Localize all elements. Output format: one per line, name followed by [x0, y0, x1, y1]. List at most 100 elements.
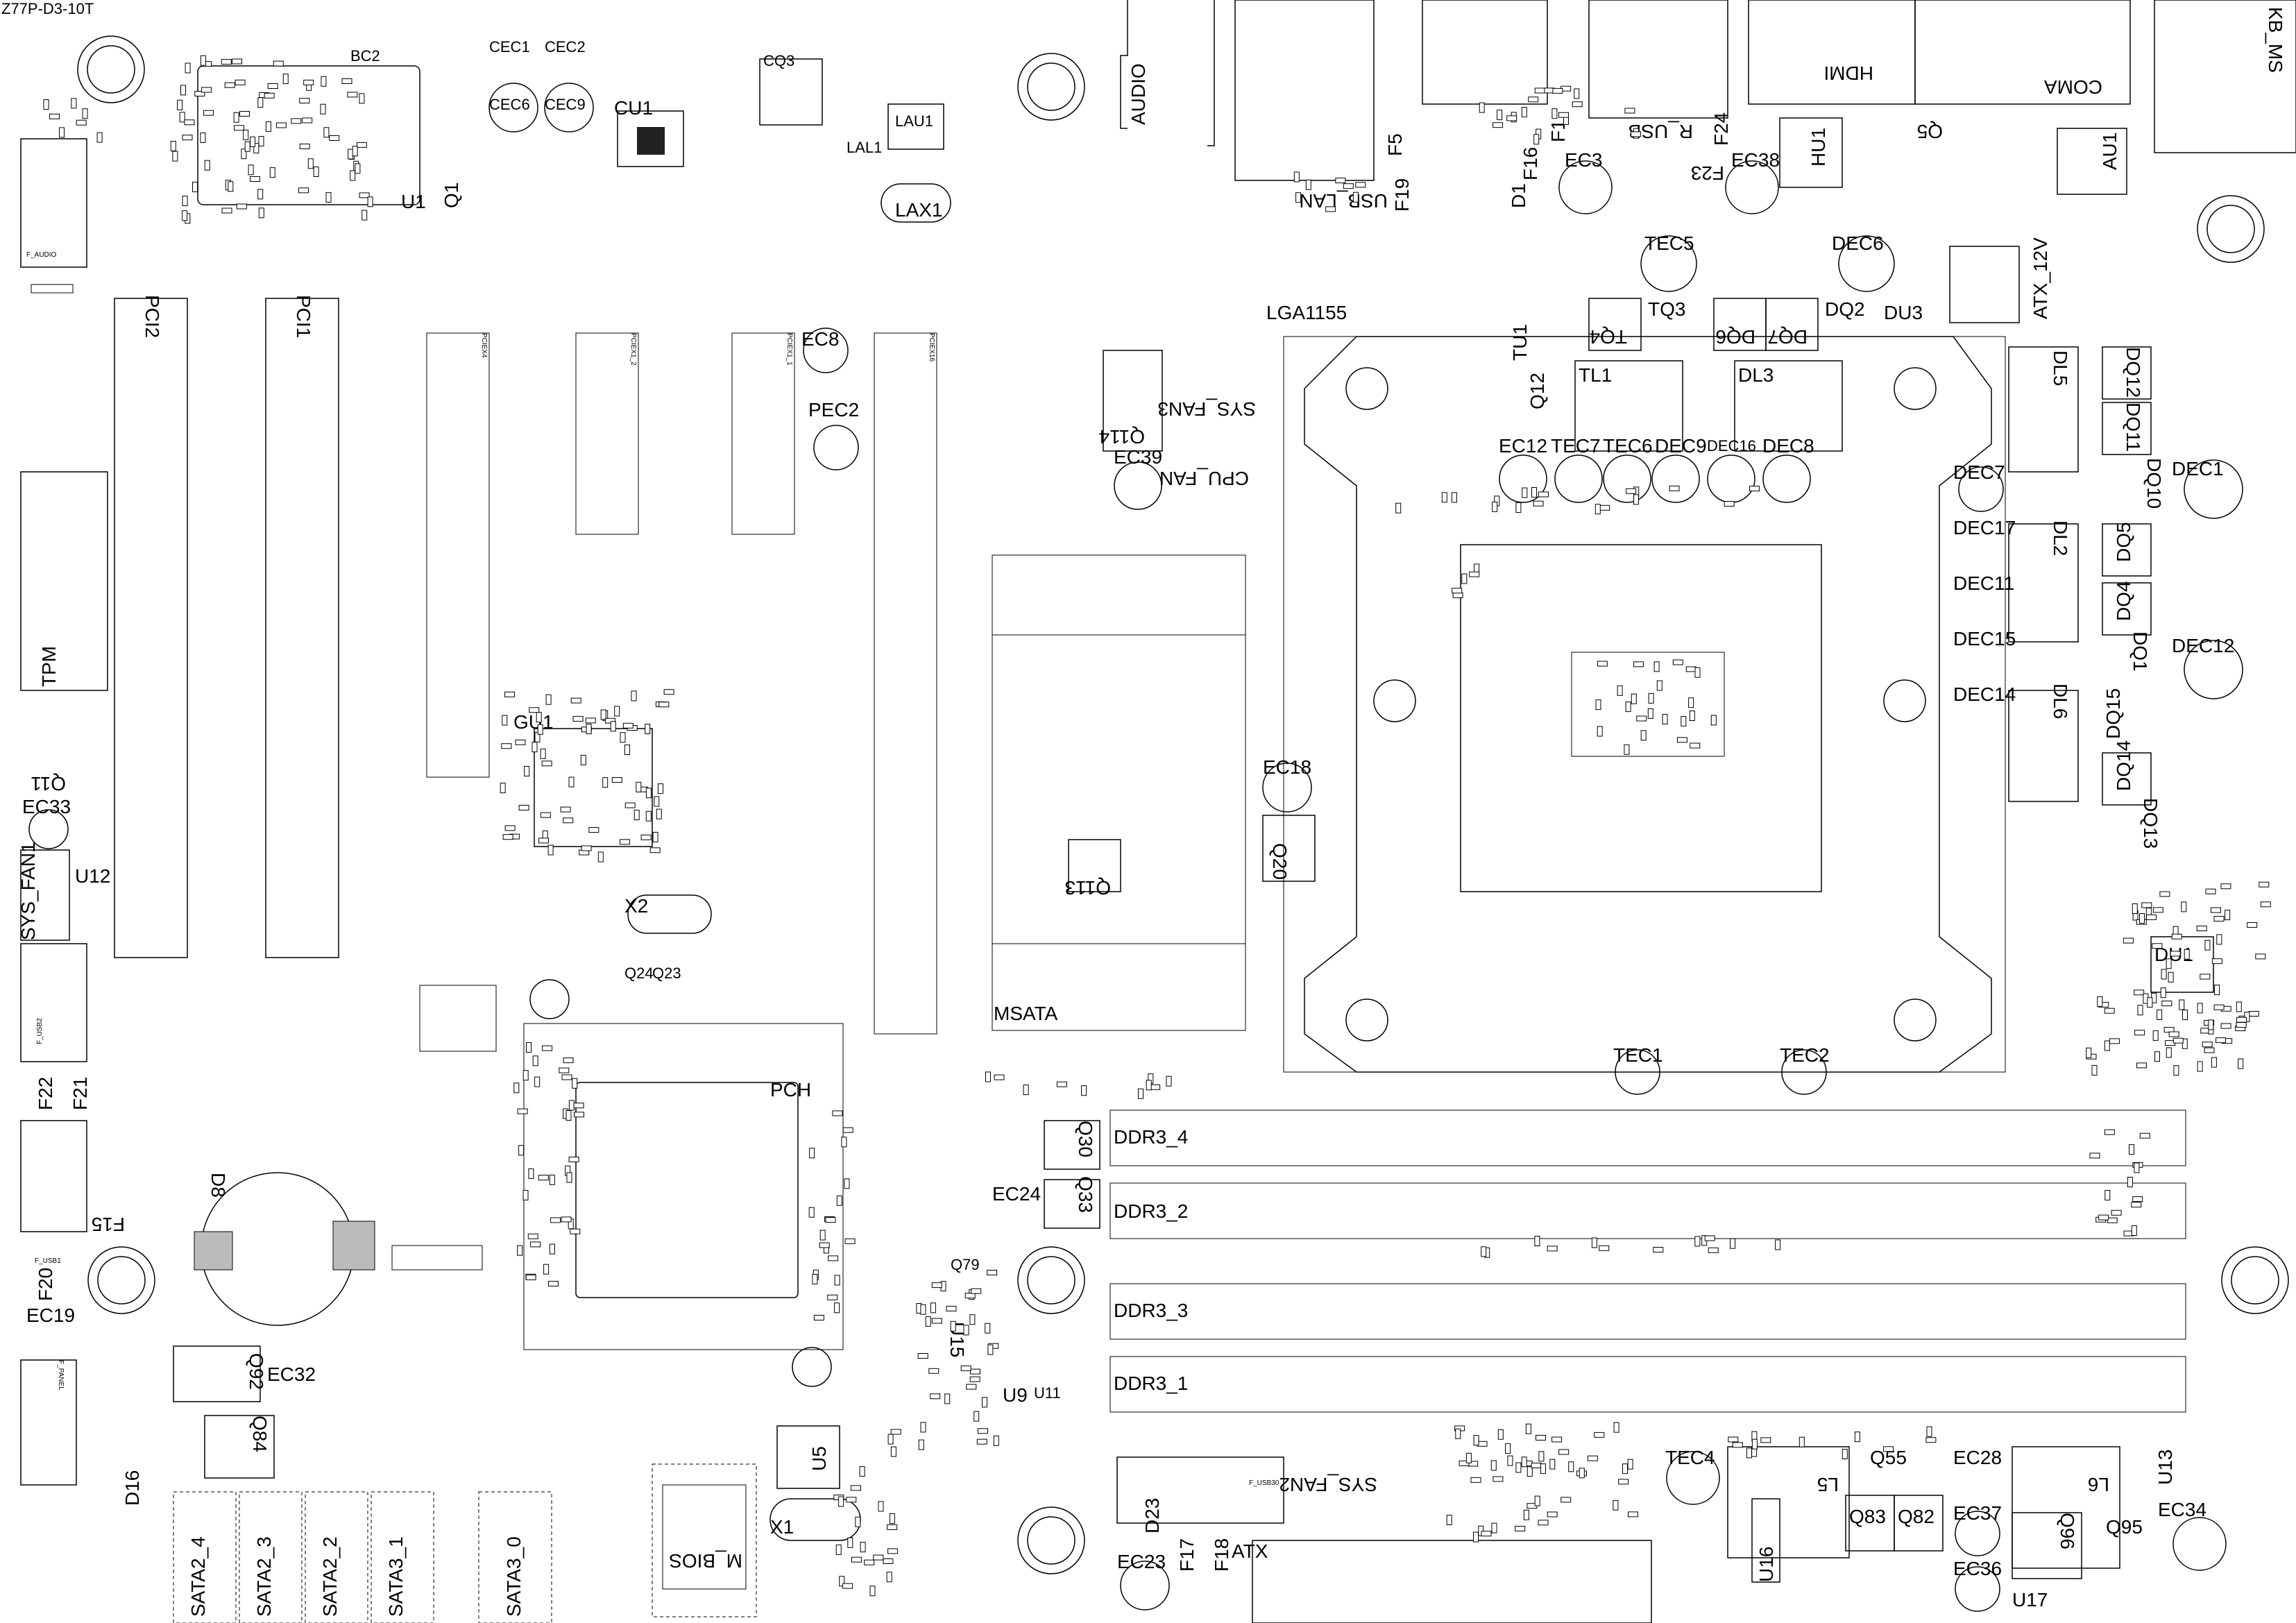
- f18-label: F18: [1211, 1538, 1232, 1572]
- smd-pad: [1558, 112, 1569, 118]
- smd-pad: [2247, 922, 2258, 928]
- smd-pad: [1710, 715, 1717, 726]
- smd-pad: [964, 1293, 976, 1299]
- f-usb1-header: [20, 1120, 87, 1232]
- cec6-label: CEC6: [489, 96, 530, 113]
- cu1-label: CU1: [614, 97, 653, 119]
- lga1155-label: LGA1155: [1266, 302, 1347, 323]
- smd-pad: [928, 1368, 939, 1374]
- q20-label: Q20: [1269, 843, 1291, 880]
- smd-pad: [1505, 1443, 1511, 1454]
- tpm-label: TPM: [38, 646, 60, 687]
- smd-pad: [2184, 949, 2190, 960]
- smd-pad: [2097, 996, 2103, 1007]
- smd-pad: [1689, 711, 1695, 721]
- smd-pad: [502, 715, 508, 726]
- dq5-label: DQ5: [2113, 522, 2134, 562]
- smd-pad: [2172, 1037, 2184, 1044]
- smd-pad: [1534, 1495, 1540, 1506]
- smd-pad: [1023, 1085, 1029, 1096]
- smd-pad: [1579, 1468, 1585, 1479]
- cpu-socket-lga1155: LGA1155: [1266, 302, 2006, 1073]
- smd-pad: [1552, 87, 1563, 94]
- smd-pad: [1536, 1435, 1546, 1441]
- smd-pad: [96, 132, 103, 143]
- smd-pad: [890, 1429, 901, 1435]
- dq15-label: DQ15: [2102, 688, 2124, 739]
- smd-pad: [656, 808, 662, 819]
- f24-label: F24: [1710, 112, 1732, 146]
- dec8-label: DEC8: [1762, 435, 1814, 457]
- smd-pad: [1587, 1455, 1598, 1461]
- smd-pad: [2197, 1003, 2203, 1014]
- smd-pad: [1572, 101, 1583, 108]
- smd-pad: [1549, 1459, 1556, 1470]
- x2-crystal: [627, 894, 712, 934]
- smd-pad: [883, 1558, 894, 1564]
- smd-pad: [526, 1042, 532, 1053]
- smd-pad: [1732, 1442, 1743, 1448]
- q114-label: Q114: [1099, 426, 1145, 448]
- smd-pad: [1647, 708, 1653, 719]
- smd-pad: [570, 1228, 581, 1234]
- smd-pad: [1515, 1526, 1526, 1531]
- smd-pad: [588, 827, 599, 833]
- smd-pad: [525, 1274, 536, 1280]
- smd-pad: [1507, 1455, 1513, 1466]
- smd-pad: [2152, 1030, 2159, 1041]
- smd-pad: [2089, 1153, 2100, 1159]
- smd-pad: [846, 1497, 857, 1503]
- smd-pad: [548, 1281, 559, 1286]
- smd-pad: [2170, 951, 2181, 957]
- msata-area: [992, 554, 1246, 1031]
- smd-pad: [1540, 1463, 1546, 1475]
- pcie-slots: PCIEX4 PCIEX1_2 PCIEX1_1 PCIEX16: [419, 332, 937, 1052]
- smd-pad: [842, 1127, 853, 1133]
- x1-label: X1: [770, 1516, 794, 1538]
- smd-pad: [2211, 1057, 2217, 1068]
- smd-pad: [194, 91, 205, 96]
- smd-pad: [2168, 971, 2174, 983]
- smd-pad: [2111, 1209, 2122, 1216]
- smd-pad: [2255, 953, 2266, 960]
- smd-pad: [1343, 183, 1354, 189]
- pci2-slot: [114, 298, 188, 958]
- smd-pad: [1676, 737, 1687, 743]
- f-usb2-label: F_USB2: [36, 1018, 44, 1044]
- ec18-label: EC18: [1263, 756, 1311, 778]
- bc2-label: BC2: [350, 47, 380, 65]
- smd-pad: [1613, 1499, 1619, 1511]
- rear-components: F5 F19 F1 F16 D1 EC3 F24 F23 EC38 HU1 Q5…: [1384, 112, 2127, 214]
- smd-pad: [221, 207, 232, 214]
- vrm-caps-top: EC12 TEC7 TEC6 DEC9 DEC16 DEC8: [1499, 435, 1814, 503]
- smd-pad: [1551, 1436, 1563, 1443]
- dl5-label: DL5: [2050, 350, 2071, 386]
- smd-pad: [2238, 1058, 2244, 1069]
- smd-pad: [545, 694, 552, 705]
- smd-pad: [528, 1168, 534, 1179]
- smd-pad: [1688, 697, 1694, 708]
- smd-pad: [622, 722, 633, 729]
- pciex1-2-label: PCIEX1_2: [629, 333, 637, 366]
- smd-pad: [580, 754, 586, 765]
- smd-pad: [1618, 1479, 1629, 1485]
- smd-pad: [1574, 88, 1580, 99]
- smd-pad: [971, 1288, 982, 1294]
- dl6-label: DL6: [2050, 683, 2071, 719]
- smd-pad: [504, 825, 516, 831]
- smd-pad: [1690, 742, 1701, 749]
- smd-pad: [2182, 1010, 2188, 1021]
- smd-pad: [313, 167, 319, 177]
- smd-pad: [82, 108, 88, 119]
- smd-pad: [1561, 1497, 1572, 1503]
- smd-pad: [1521, 1456, 1527, 1468]
- smd-pad: [1521, 107, 1527, 118]
- smd-pad: [1599, 1245, 1610, 1251]
- pciex1-1-slot: [731, 332, 795, 535]
- smd-pad: [1624, 744, 1630, 755]
- smd-pad: [367, 196, 373, 207]
- smd-pad: [1681, 715, 1687, 726]
- smd-pad: [1656, 680, 1663, 691]
- smd-pad: [920, 1422, 926, 1433]
